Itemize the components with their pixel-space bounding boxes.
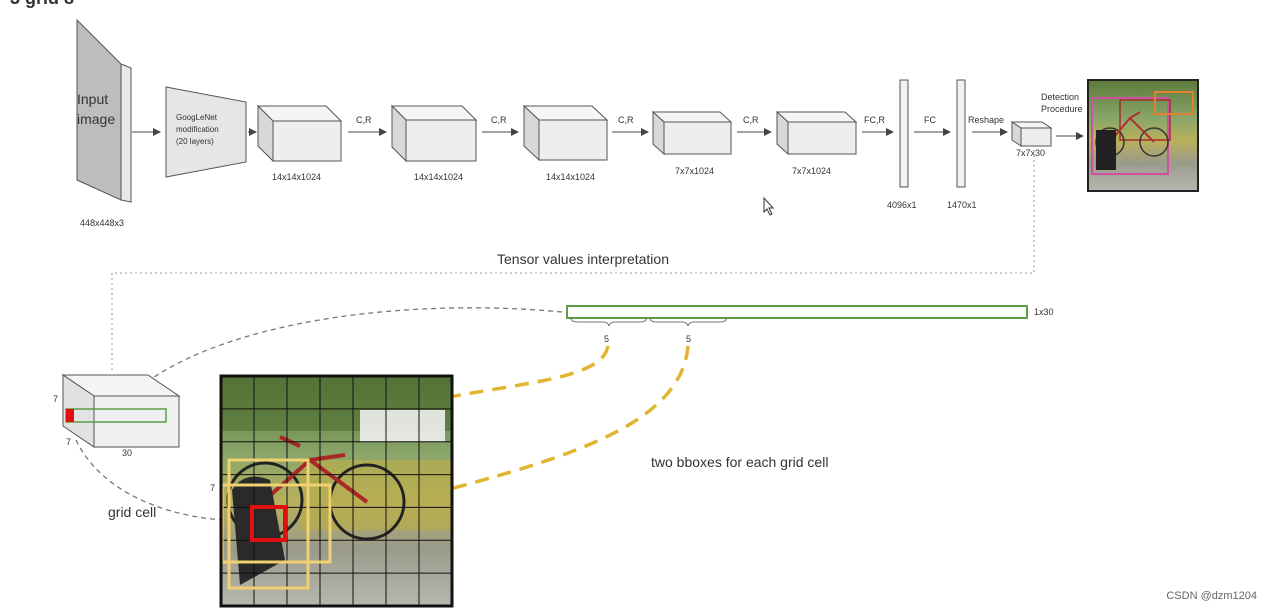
detection-line-1: Detection xyxy=(1041,92,1079,102)
header-fragment: 3 grid 8 xyxy=(10,0,74,8)
fc-layer-1-dims: 4096x1 xyxy=(887,200,917,210)
watermark: CSDN @dzm1204 xyxy=(1166,590,1257,602)
input-label-2: image xyxy=(77,111,115,127)
grid-photo xyxy=(221,376,452,606)
op-2: C,R xyxy=(491,115,507,125)
cube-depth-label: 30 xyxy=(122,448,132,458)
conv-block-2 xyxy=(390,104,478,163)
cube-width-label: 7 xyxy=(66,437,71,447)
fc-layer-2 xyxy=(956,79,966,188)
bbox-caption: two bboxes for each grid cell xyxy=(651,454,828,470)
input-label-1: Input xyxy=(77,91,108,107)
brace-1-label: 5 xyxy=(604,334,609,344)
op-4: C,R xyxy=(743,115,759,125)
input-dims: 448x448x3 xyxy=(80,218,124,228)
mouse-cursor-icon xyxy=(763,196,775,216)
conv-block-4 xyxy=(651,110,733,156)
input-image-slab: Input image xyxy=(76,18,132,203)
fc-layer-2-dims: 1470x1 xyxy=(947,200,977,210)
conv-block-3 xyxy=(522,104,609,162)
googlenet-line-3: (20 layers) xyxy=(176,137,214,146)
grid-photo-frame xyxy=(219,374,454,608)
op-7: Reshape xyxy=(968,115,1004,125)
detection-output-image xyxy=(1087,79,1199,192)
conv-block-2-dims: 14x14x1024 xyxy=(414,172,463,182)
interp-title: Tensor values interpretation xyxy=(497,251,669,267)
op-3: C,R xyxy=(618,115,634,125)
vector-1x30 xyxy=(566,305,1028,319)
output-tensor-cube xyxy=(1010,121,1053,147)
googlenet-block: GoogLeNet modification (20 layers) xyxy=(165,86,247,178)
grid-side-label: 7 xyxy=(210,483,215,493)
brace-2-label: 5 xyxy=(686,334,691,344)
cube-height-label: 7 xyxy=(53,394,58,404)
conv-block-4-dims: 7x7x1024 xyxy=(675,166,714,176)
conv-block-1-dims: 14x14x1024 xyxy=(272,172,321,182)
googlenet-line-1: GoogLeNet xyxy=(176,113,218,122)
conv-block-5-dims: 7x7x1024 xyxy=(792,166,831,176)
grid-cell-label: grid cell xyxy=(108,504,156,520)
dotted-connector xyxy=(111,150,1035,372)
op-1: C,R xyxy=(356,115,372,125)
conv-block-5 xyxy=(775,110,858,156)
bbox-yellow-1 xyxy=(227,458,310,590)
fc-layer-1 xyxy=(899,79,909,188)
grid-cell-highlight xyxy=(250,505,287,542)
brace-1 xyxy=(570,317,648,327)
conv-block-3-dims: 14x14x1024 xyxy=(546,172,595,182)
detection-line-2: Procedure xyxy=(1041,104,1083,114)
op-5: FC,R xyxy=(864,115,885,125)
output-tensor-dims: 7x7x30 xyxy=(1016,148,1045,158)
grid-tensor-cube xyxy=(61,374,181,448)
googlenet-line-2: modification xyxy=(176,125,219,134)
vector-label: 1x30 xyxy=(1034,307,1054,317)
brace-2 xyxy=(649,317,728,327)
op-6: FC xyxy=(924,115,936,125)
grey-dashed-curve-bottom xyxy=(75,439,223,521)
conv-block-1 xyxy=(256,104,343,163)
